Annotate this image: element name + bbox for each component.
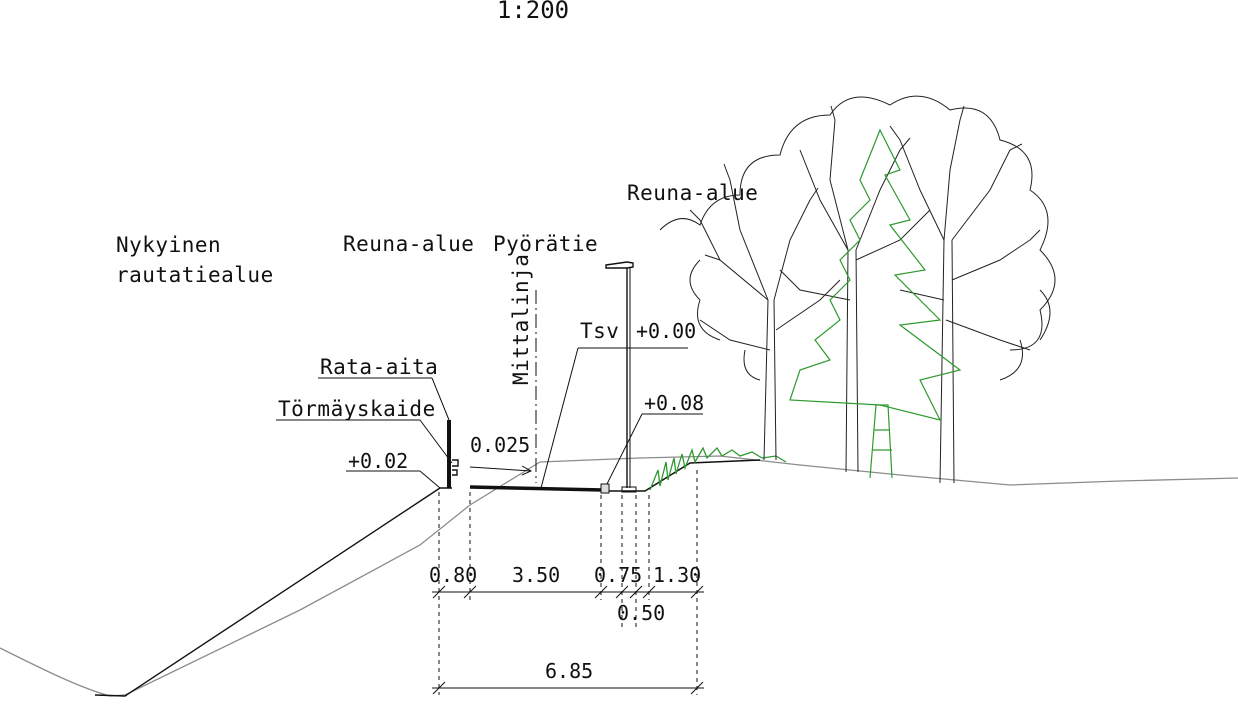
dimension-1-30: 1.30 [653, 563, 701, 587]
scale-title: 1:200 [497, 0, 569, 24]
light-pole-arm [605, 261, 634, 269]
left-edge-elevation: +0.02 [348, 449, 408, 473]
curb-elevation-leader [606, 413, 643, 485]
current-area-label-line2: rautatiealue [116, 263, 274, 287]
left-edge-elevation-leader [419, 470, 441, 489]
current-area-label-line1: Nykyinen [116, 233, 221, 257]
tree-group [659, 95, 1056, 484]
cycle-path-label: Pyörätie [493, 232, 598, 256]
dimension-ticks-row1 [432, 585, 704, 599]
edge-area-right-label: Reuna-alue [627, 181, 758, 205]
measure-line-label: Mittalinja [509, 254, 533, 385]
dimension-ticks-total [432, 681, 704, 695]
embankment-slope [94, 487, 452, 697]
dimension-0-75: 0.75 [594, 563, 642, 587]
dimension-0-50: 0.50 [617, 601, 665, 625]
curb-elevation: +0.08 [644, 391, 704, 415]
dimension-ticks-row2 [615, 585, 643, 599]
dimension-total-6-85: 6.85 [545, 659, 593, 683]
crash-barrier-profile [452, 459, 459, 476]
slope-label: 0.025 [470, 433, 530, 457]
rail-fence-label: Rata-aita [320, 355, 438, 379]
slope-arrow [469, 465, 533, 476]
tsv-leader [540, 347, 579, 489]
cycle-path-pavement [469, 485, 604, 492]
light-pole-base [621, 486, 637, 493]
dimension-3-50: 3.50 [512, 563, 560, 587]
dimension-0-80: 0.80 [429, 563, 477, 587]
edge-area-left-label: Reuna-alue [343, 232, 474, 256]
crash-barrier-label: Törmäyskaide [278, 397, 436, 421]
tsv-label: Tsv [580, 319, 619, 343]
grass-vegetation [649, 446, 787, 491]
curb-stone [600, 483, 610, 494]
rail-fence-leader [431, 377, 450, 421]
dimension-extension-lines [438, 470, 698, 695]
crash-barrier-leader [419, 419, 453, 464]
path-top-elevation: +0.00 [636, 319, 696, 343]
